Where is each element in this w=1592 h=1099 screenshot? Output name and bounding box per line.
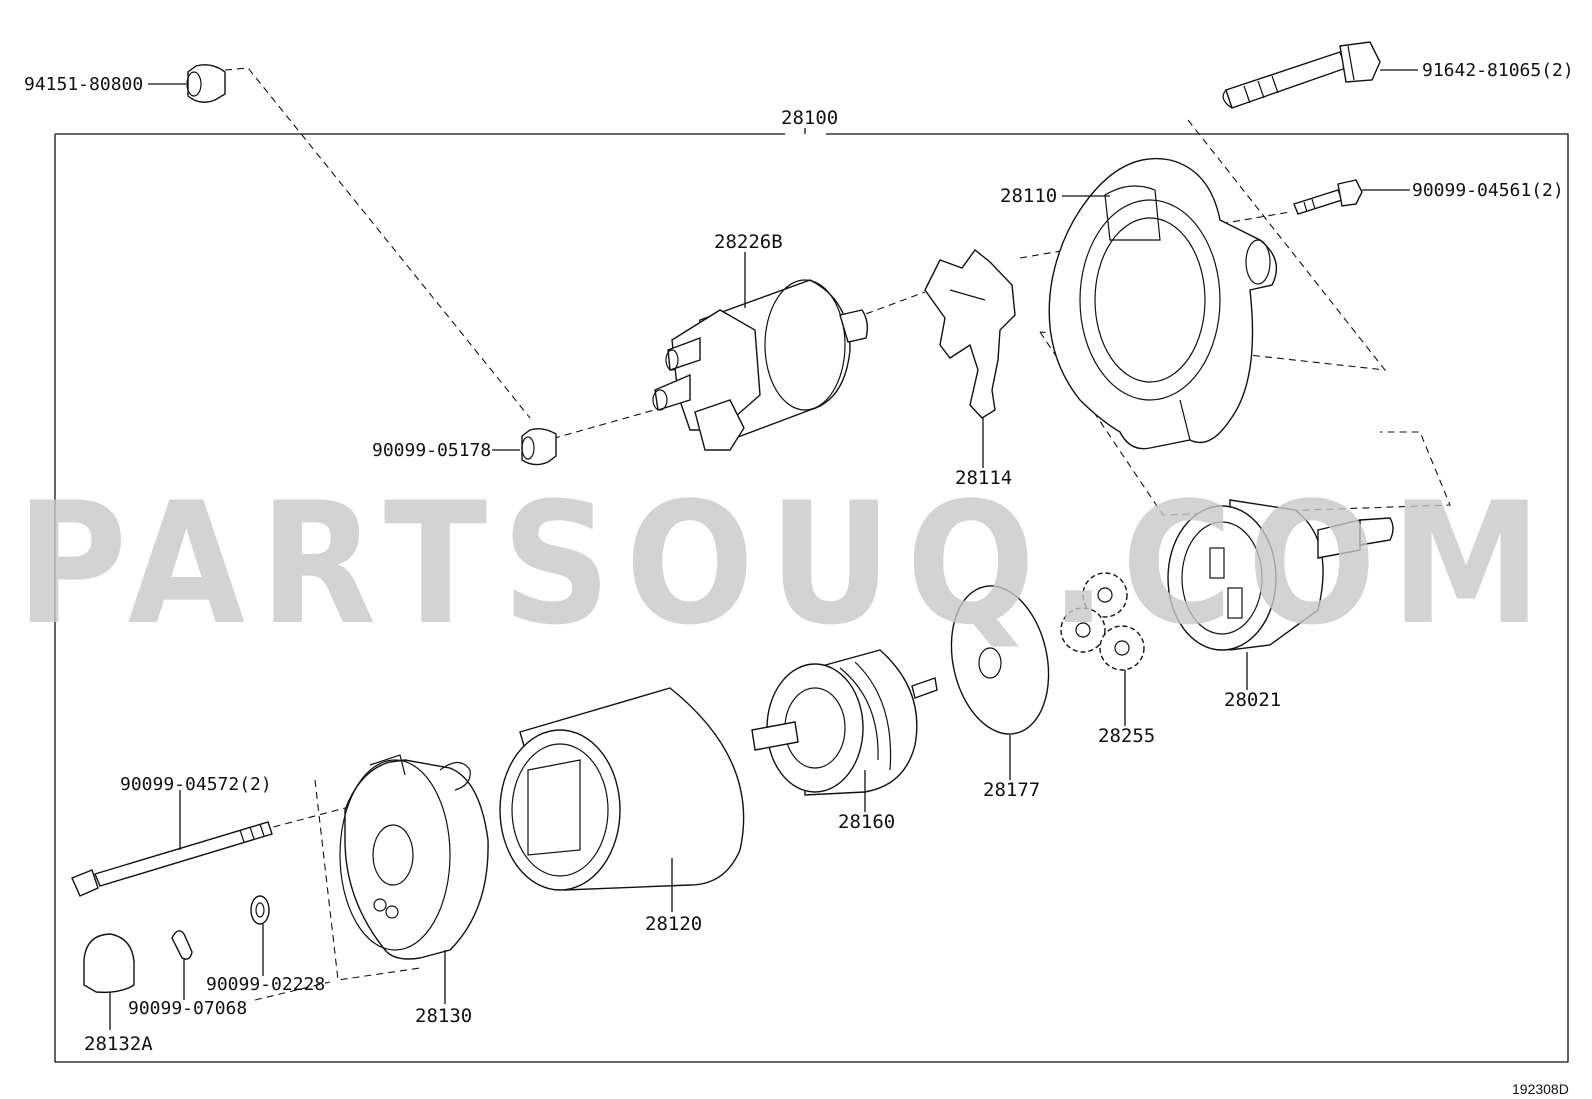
end-frame-part xyxy=(339,754,489,1004)
bolt-long-part xyxy=(1222,41,1418,109)
part-label-nut-top: 94151-80800 xyxy=(24,74,143,95)
part-label-bolt-long: 91642-81065(2) xyxy=(1422,60,1574,81)
watermark: PARTSOUQ.COM xyxy=(16,466,1556,662)
figure-id: 192308D xyxy=(1512,1081,1569,1097)
washer-a-part xyxy=(250,895,270,976)
washer-b-part xyxy=(171,930,193,1000)
part-label-yoke: 28120 xyxy=(645,913,702,935)
part-label-housing: 28110 xyxy=(1000,185,1057,207)
plate-part xyxy=(950,585,1050,780)
cap-part xyxy=(83,933,135,1030)
solenoid-part xyxy=(652,252,869,451)
part-label-cap: 28132A xyxy=(84,1033,153,1055)
nut-small-part xyxy=(492,427,557,466)
part-label-armature: 28160 xyxy=(838,811,895,833)
part-label-through-bolt: 90099-04572(2) xyxy=(120,774,272,795)
lever-part xyxy=(924,248,1016,468)
part-label-nut-small: 90099-05178 xyxy=(372,440,491,461)
part-label-end-frame: 28130 xyxy=(415,1005,472,1027)
part-label-gears: 28255 xyxy=(1098,725,1155,747)
part-label-solenoid: 28226B xyxy=(714,231,783,253)
part-label-washer-a: 90099-02228 xyxy=(206,974,325,995)
part-label-plate: 28177 xyxy=(983,779,1040,801)
clutch-part xyxy=(1167,499,1394,690)
part-label-clutch: 28021 xyxy=(1224,689,1281,711)
gears-part xyxy=(1060,572,1145,726)
yoke-part xyxy=(499,687,745,912)
bolt-short-part xyxy=(1293,179,1410,215)
through-bolt-part xyxy=(71,790,273,897)
part-label-bolt-short: 90099-04561(2) xyxy=(1412,180,1564,201)
part-label-washer-b: 90099-07068 xyxy=(128,998,247,1019)
assembly-label: 28100 xyxy=(781,107,838,129)
armature-part xyxy=(751,649,938,812)
assembly-frame xyxy=(54,128,1569,1063)
nut-top-part xyxy=(148,64,226,103)
part-label-lever: 28114 xyxy=(955,467,1012,489)
housing-part xyxy=(1048,157,1278,450)
